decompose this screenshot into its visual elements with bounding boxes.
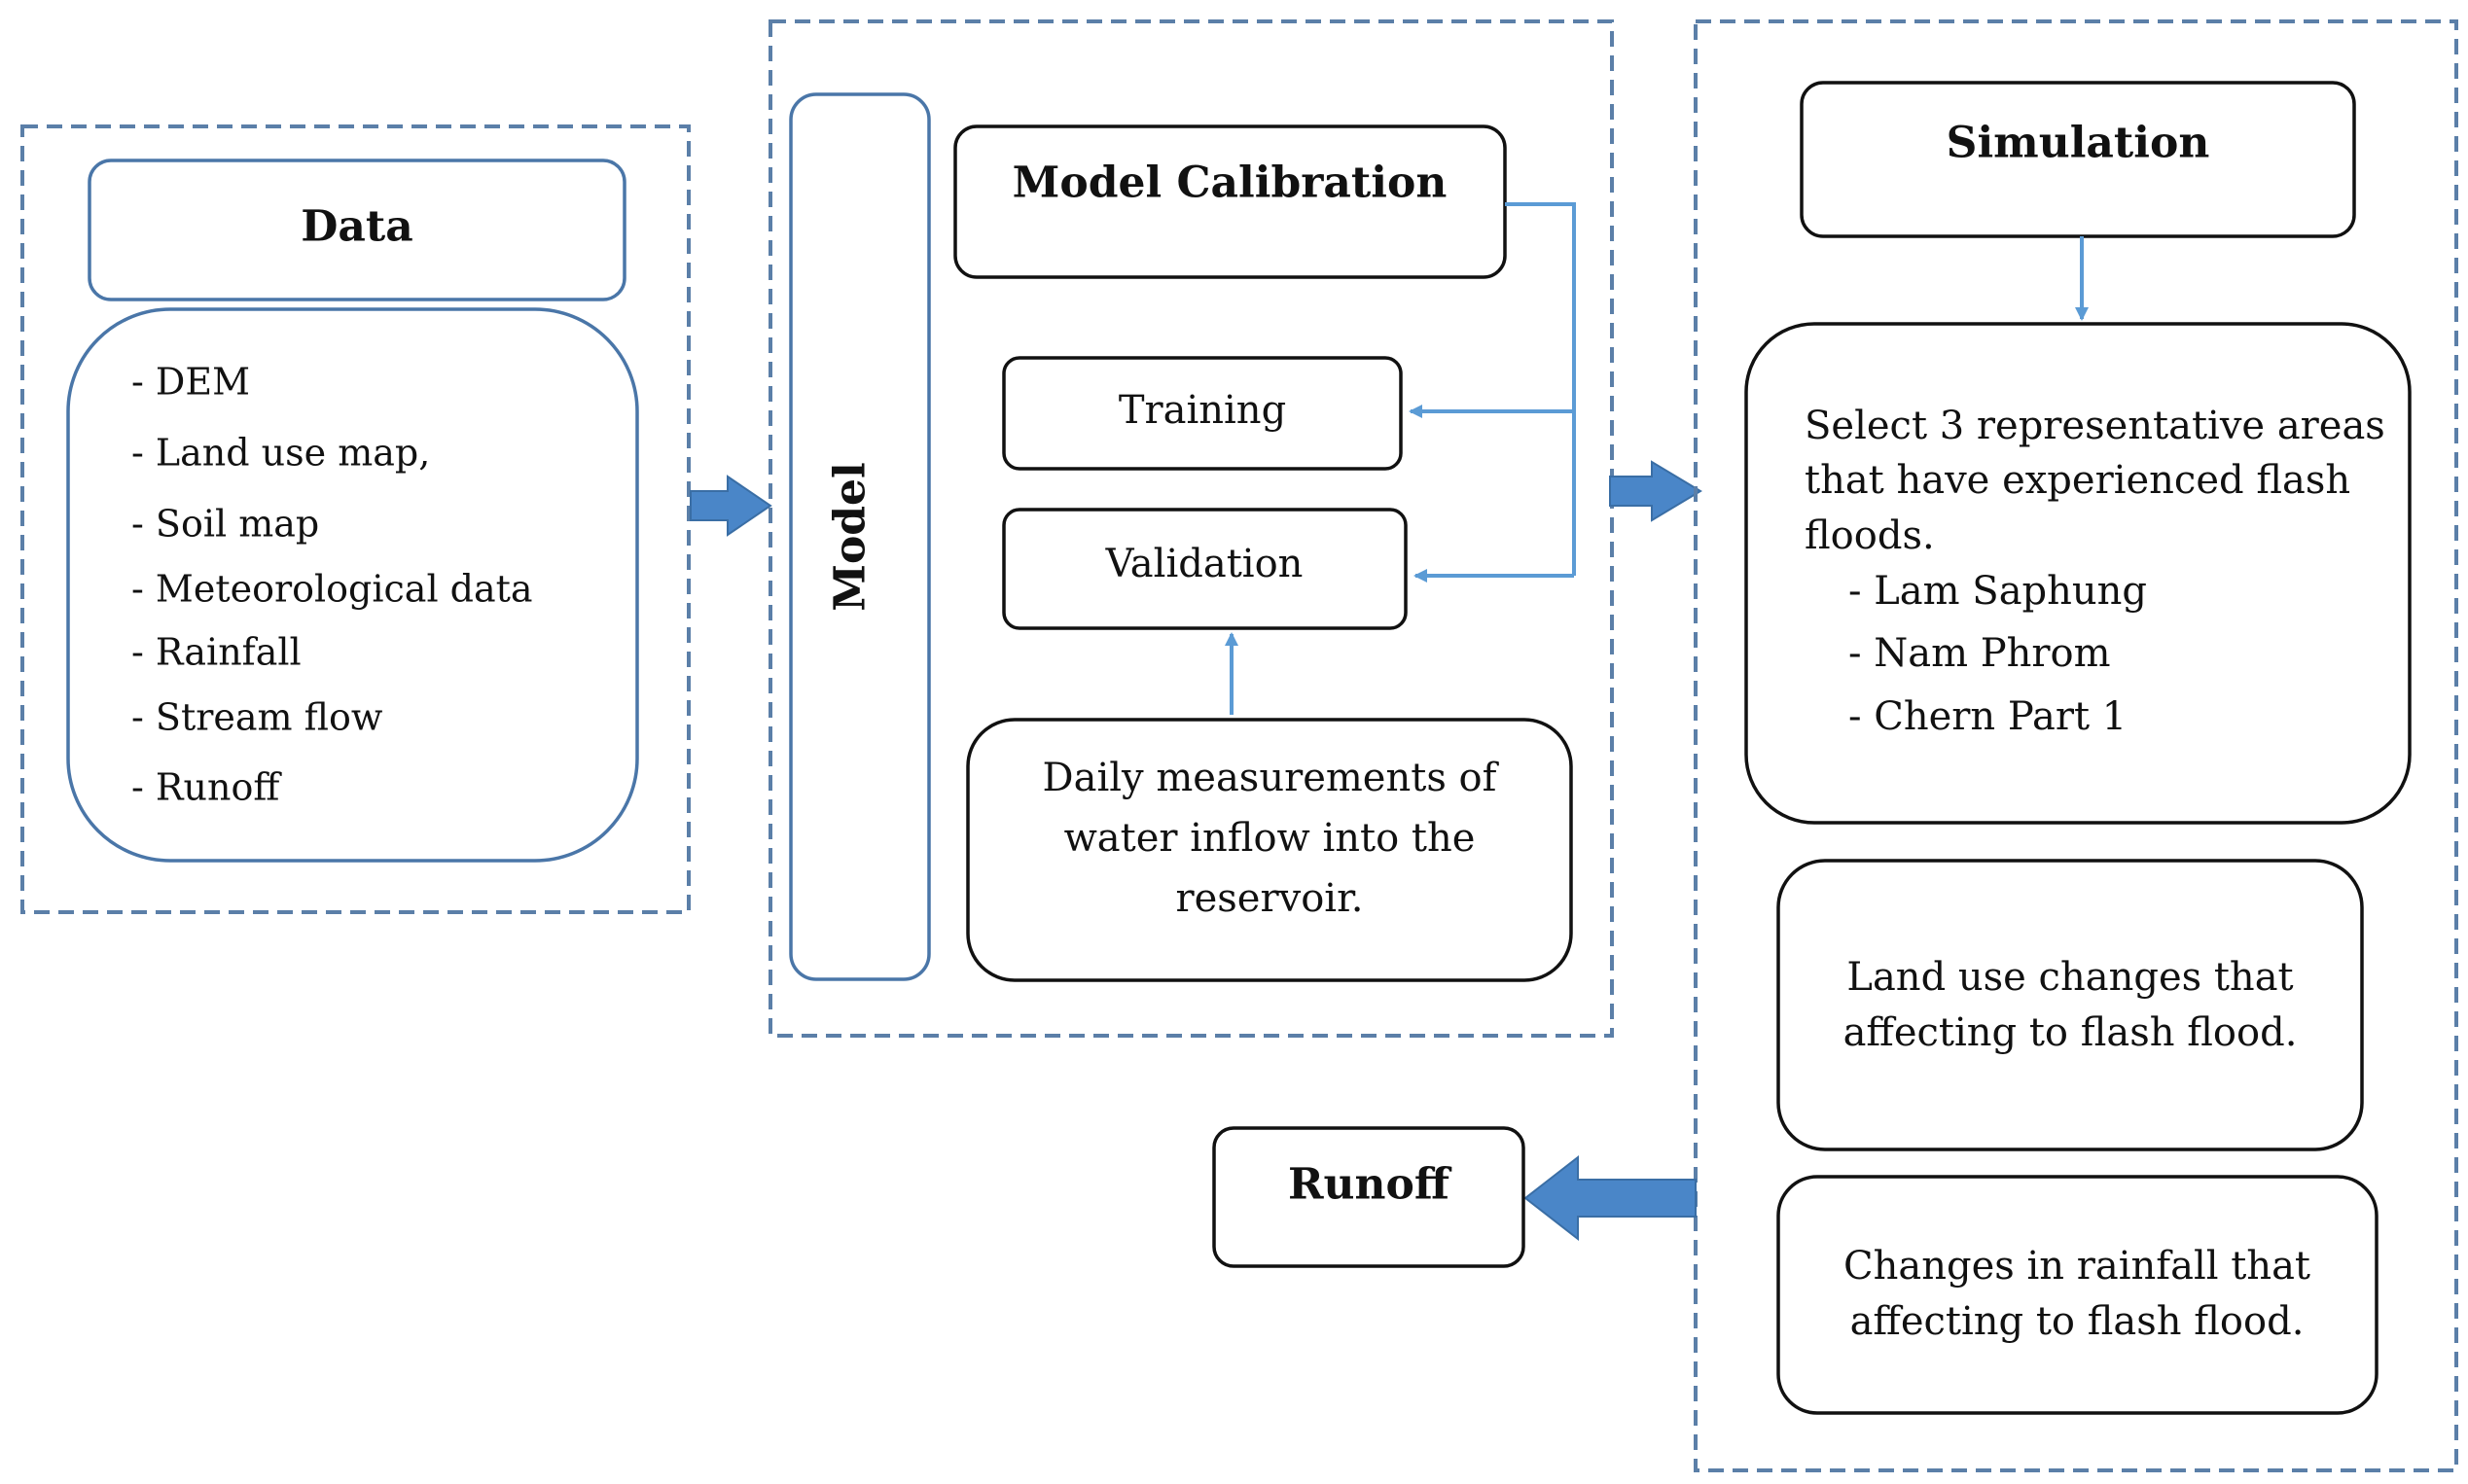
runoff-label: Runoff <box>1288 1160 1452 1210</box>
data-item: - Meteorological data <box>131 568 533 611</box>
rainfall-line: Changes in rainfall that <box>1843 1244 2310 1289</box>
area-item: - Chern Part 1 <box>1848 694 2127 739</box>
simulation-panel-border <box>1694 19 2458 1472</box>
model-label-box <box>789 92 931 981</box>
runoff-box <box>1212 1126 1525 1268</box>
data-panel-border <box>20 124 691 914</box>
areas-intro-line: Select 3 representative areas <box>1805 404 2385 448</box>
measurements-line: reservoir. <box>1175 876 1363 921</box>
measurements-line: water inflow into the <box>1064 816 1476 861</box>
measurements-box <box>966 718 1573 982</box>
simulation-to-runoff-arrow <box>1523 1154 1697 1242</box>
simulation-title-box <box>1800 81 2356 238</box>
simulation-title: Simulation <box>1947 119 2210 168</box>
measurements-line: Daily measurements of <box>1043 756 1500 800</box>
model-calibration-label: Model Calibration <box>1013 159 1448 208</box>
area-item: - Nam Phrom <box>1848 631 2111 676</box>
data-item: - Stream flow <box>131 696 383 739</box>
data-to-model-arrow <box>690 475 772 537</box>
data-title: Data <box>301 202 413 252</box>
simulation-panel: Simulation Select 3 representative areas… <box>1694 19 2458 1472</box>
data-panel: Data - DEM - Land use map, - Soil map - … <box>20 124 691 914</box>
model-calibration-box <box>953 124 1507 279</box>
area-item: - Lam Saphung <box>1848 569 2147 614</box>
data-item: - Runoff <box>131 766 282 809</box>
data-item: - Land use map, <box>131 432 430 475</box>
validation-label: Validation <box>1105 542 1304 586</box>
data-title-box <box>88 159 626 301</box>
land-use-line: Land use changes that <box>1846 955 2293 1000</box>
validation-box <box>1002 508 1408 630</box>
model-to-simulation-arrow <box>1609 460 1702 522</box>
areas-intro-line: that have experienced flash <box>1805 458 2350 503</box>
data-item: - Rainfall <box>131 631 302 674</box>
representative-areas-box <box>1744 322 2412 825</box>
training-label: Training <box>1119 388 1286 433</box>
calibration-connector <box>1505 202 1576 576</box>
model-panel-border <box>769 19 1614 1038</box>
training-box <box>1002 356 1403 471</box>
runoff-output: Runoff <box>1212 1126 1525 1268</box>
data-items-box <box>66 307 639 863</box>
model-panel: Model Model Calibration Training Validat… <box>769 19 1614 1038</box>
model-label: Model <box>826 462 876 612</box>
land-use-changes-box <box>1776 859 2364 1151</box>
rainfall-line: affecting to flash flood. <box>1850 1299 2305 1344</box>
rainfall-changes-box <box>1776 1175 2379 1415</box>
areas-intro-line: floods. <box>1805 513 1935 558</box>
land-use-line: affecting to flash flood. <box>1843 1010 2298 1055</box>
data-item: - Soil map <box>131 503 319 546</box>
data-item: - DEM <box>131 361 250 404</box>
